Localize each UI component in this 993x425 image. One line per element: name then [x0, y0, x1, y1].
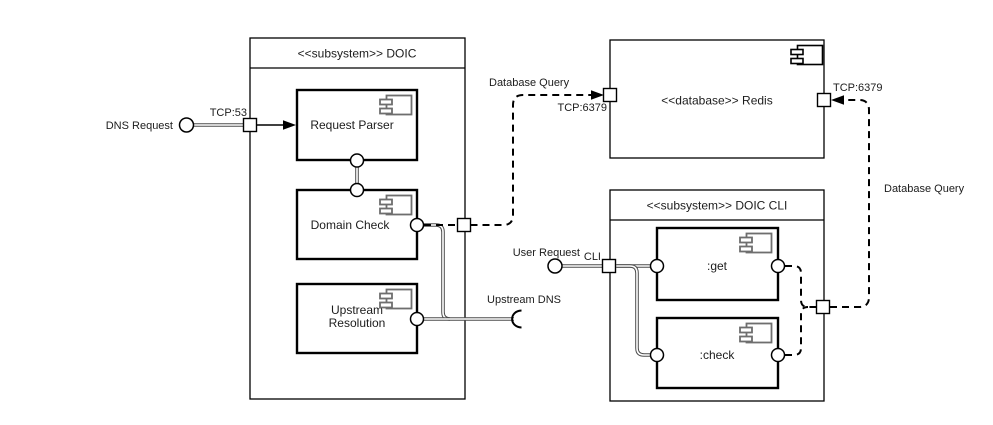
- ball-request-parser-bottom: [349, 153, 365, 168]
- port-redis-right: [816, 92, 832, 108]
- component-check: :check: [655, 316, 780, 390]
- arrowhead: [283, 120, 296, 130]
- label-upstream-dns: Upstream DNS: [487, 294, 561, 306]
- label-database-query-left: Database Query: [489, 77, 570, 89]
- component-icon: [379, 194, 413, 216]
- component-upstream-resolution: Upstream Resolution: [295, 282, 419, 355]
- ball-check-right: [770, 347, 786, 363]
- arrowhead: [591, 90, 604, 100]
- edge-cli-port-to-check: [617, 264, 651, 357]
- label-cli: CLI: [584, 251, 601, 263]
- database-redis: <<database>> Redis: [609, 39, 825, 159]
- label-user-request: User Request: [513, 247, 580, 259]
- ball-get-right: [770, 258, 786, 274]
- component-domain-check-label: Domain Check: [311, 218, 391, 232]
- component-icon: [790, 44, 824, 66]
- ball-upstream-resolution-right: [409, 311, 425, 327]
- port-redis-left: [602, 87, 618, 103]
- socket-upstream-dns: [511, 309, 522, 329]
- port-doic-right: [456, 217, 472, 233]
- component-request-parser-label: Request Parser: [310, 118, 393, 132]
- component-get: :get: [655, 226, 780, 302]
- database-redis-title: <<database>> Redis: [661, 94, 772, 108]
- ball-domain-check-top: [349, 182, 365, 198]
- ball-domain-check-right: [409, 217, 425, 233]
- component-upstream-resolution-label-line1: Upstream: [331, 303, 383, 317]
- edge-check-to-cli-right-port-dashed: [785, 306, 809, 356]
- component-icon: [379, 94, 413, 116]
- component-icon: [739, 232, 773, 254]
- port-doic-cli-right: [815, 299, 831, 315]
- lollipop-user-request: [547, 258, 563, 274]
- label-tcp6379-right: TCP:6379: [833, 82, 883, 94]
- port-tcp53: [242, 117, 258, 133]
- label-dns-request: DNS Request: [106, 120, 173, 132]
- lollipop-dns-request: [178, 117, 195, 133]
- edge-doic-port-to-redis-dashed: [470, 90, 604, 226]
- ball-get-left: [649, 258, 665, 274]
- component-check-label: :check: [700, 348, 736, 362]
- component-get-label: :get: [707, 259, 728, 273]
- component-domain-check: Domain Check: [295, 188, 419, 261]
- arrowhead: [831, 95, 844, 105]
- subsystem-doic-title: <<subsystem>> DOIC: [298, 47, 417, 61]
- label-tcp53: TCP:53: [210, 107, 247, 119]
- component-icon: [739, 322, 773, 344]
- label-database-query-right: Database Query: [884, 183, 965, 195]
- component-request-parser: Request Parser: [295, 88, 419, 162]
- label-tcp6379-left: TCP:6379: [557, 102, 607, 114]
- ball-check-left: [649, 347, 665, 363]
- component-upstream-resolution-label-line2: Resolution: [329, 316, 386, 330]
- edge-doic-cli-port-to-redis-dashed: [830, 95, 870, 308]
- component-icon: [379, 288, 413, 310]
- port-cli: [601, 258, 617, 274]
- subsystem-doic-cli-title: <<subsystem>> DOIC CLI: [647, 199, 788, 213]
- edge-port-to-request-parser: [256, 120, 296, 130]
